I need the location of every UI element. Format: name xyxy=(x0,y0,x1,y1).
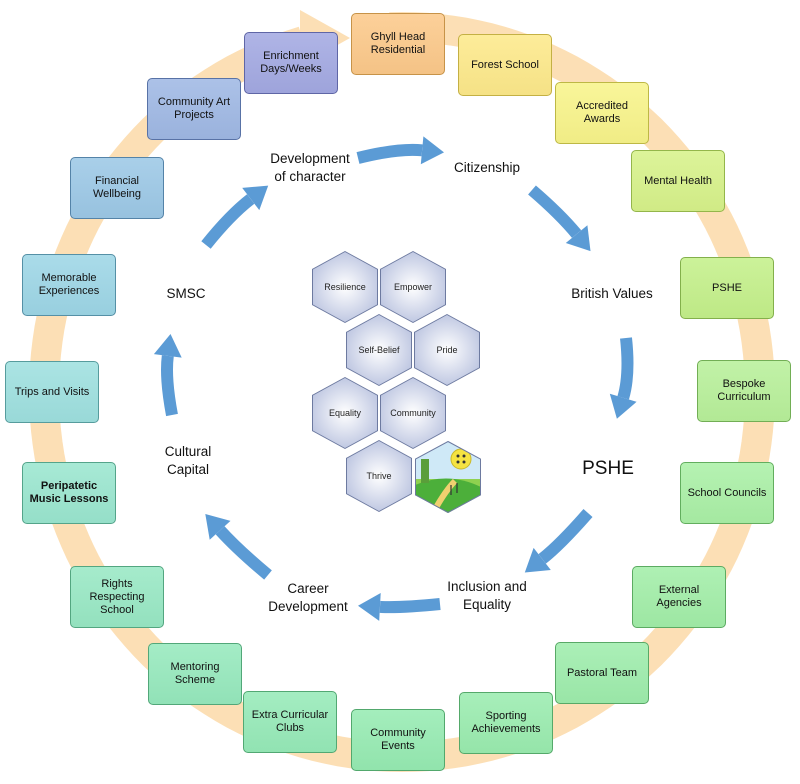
cycle-arrow-head-icon xyxy=(565,225,591,252)
inner-label-line: Development xyxy=(270,151,350,166)
inner-label-line: Capital xyxy=(166,462,210,477)
cycle-arrow-head-icon xyxy=(524,547,551,573)
logo-hexagon-icon xyxy=(415,440,481,514)
cycle-arrow-head-icon xyxy=(420,136,444,165)
outer-box: Mentoring Scheme xyxy=(148,643,242,705)
outer-box: Extra Curricular Clubs xyxy=(243,691,337,753)
inner-label-line: Development xyxy=(268,599,348,614)
inner-label-line: of character xyxy=(274,169,346,184)
outer-box: Enrichment Days/Weeks xyxy=(244,32,338,94)
cycle-arrow-icon xyxy=(161,355,178,417)
inner-label-line: SMSC xyxy=(166,286,206,301)
cycle-arrow-head-icon xyxy=(358,593,381,621)
cycle-arrow-icon xyxy=(617,337,634,400)
outer-box: Trips and Visits xyxy=(5,361,99,423)
inner-label: PSHE xyxy=(582,458,634,479)
cycle-arrow-icon xyxy=(215,526,272,580)
outer-box: External Agencies xyxy=(632,566,726,628)
inner-label: British Values xyxy=(571,285,653,303)
inner-label-line: Cultural xyxy=(164,444,212,459)
outer-box: Rights Respecting School xyxy=(70,566,164,628)
outer-box: PSHE xyxy=(680,257,774,319)
outer-box: Forest School xyxy=(458,34,552,96)
cycle-arrow-icon xyxy=(528,185,582,238)
cycle-arrow-head-icon xyxy=(242,185,269,211)
inner-label: Development of character xyxy=(270,150,350,186)
inner-label: SMSC xyxy=(166,285,205,303)
inner-label-line: PSHE xyxy=(582,458,634,479)
cycle-arrow-icon xyxy=(379,598,441,614)
cycle-arrow-head-icon xyxy=(205,514,231,540)
outer-box: Memorable Experiences xyxy=(22,254,116,316)
outer-box: Community Art Projects xyxy=(147,78,241,140)
outer-box: Bespoke Curriculum xyxy=(697,360,791,422)
outer-box: Sporting Achievements xyxy=(459,692,553,754)
cycle-arrow-icon xyxy=(538,509,593,564)
outer-box: Community Events xyxy=(351,709,445,771)
outer-box: Pastoral Team xyxy=(555,642,649,704)
inner-label: Citizenship xyxy=(454,159,520,177)
outer-box: Financial Wellbeing xyxy=(70,157,164,219)
cycle-arrow-icon xyxy=(356,143,423,164)
cycle-arrow-head-icon xyxy=(153,334,182,358)
outer-box: Mental Health xyxy=(631,150,725,212)
outer-box: School Councils xyxy=(680,462,774,524)
inner-label-line: Career xyxy=(287,581,329,596)
cycle-arrow-head-icon xyxy=(609,393,637,419)
inner-label-line: Inclusion and xyxy=(447,579,527,594)
outer-box: Accredited Awards xyxy=(555,82,649,144)
inner-label-line: Citizenship xyxy=(453,160,521,175)
outer-box: Peripatetic Music Lessons xyxy=(22,462,116,524)
cycle-arrow-icon xyxy=(201,194,255,249)
outer-box: Ghyll Head Residential xyxy=(351,13,445,75)
inner-label-line: Equality xyxy=(462,597,512,612)
inner-label-line: British Values xyxy=(571,286,653,301)
